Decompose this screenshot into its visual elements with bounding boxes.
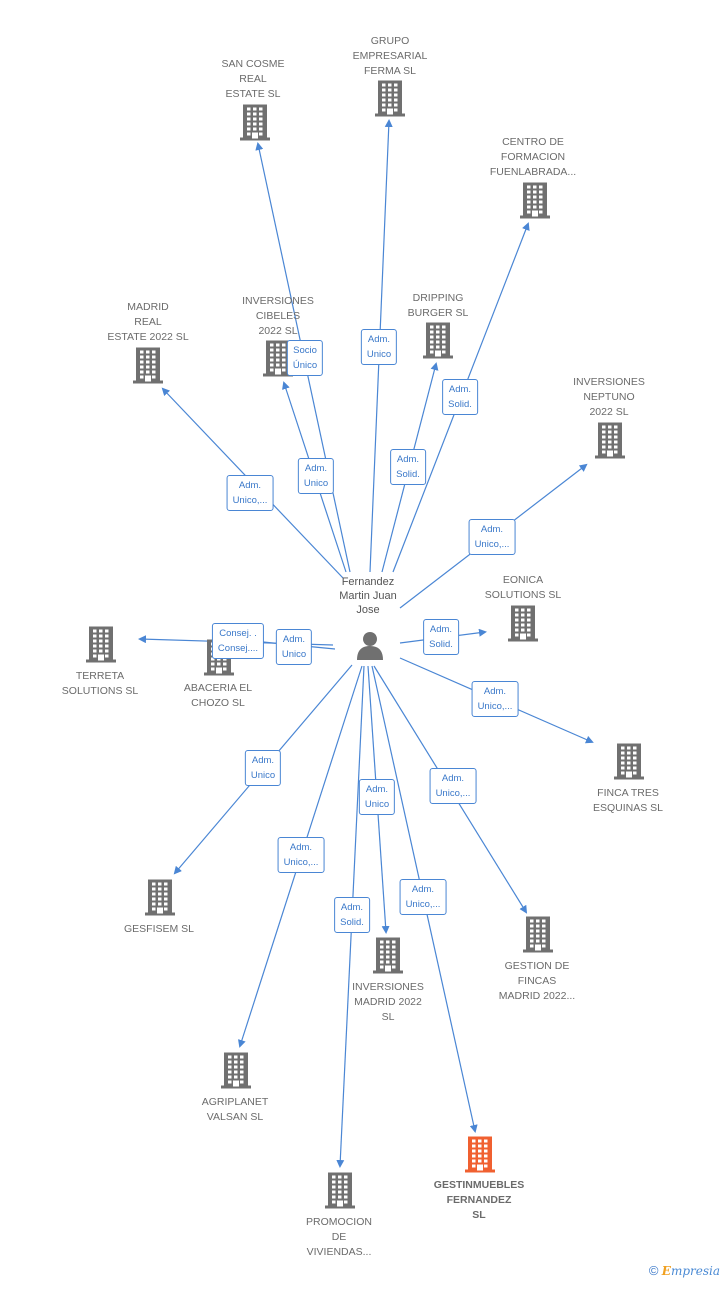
company-label-abaceria[interactable]: ABACERIA EL CHOZO SL xyxy=(183,682,253,709)
edge-label-agriplanet[interactable]: Adm. Unico,... xyxy=(277,837,325,873)
edge-label-inversiones-neptuno[interactable]: Adm. Unico,... xyxy=(468,519,516,555)
building-icon[interactable] xyxy=(375,80,405,122)
edge-label-inversiones-madrid[interactable]: Adm. Unico xyxy=(358,779,396,815)
edge-label-finca-tres[interactable]: Adm. Unico,... xyxy=(471,681,519,717)
edge-label-madrid-real-estate[interactable]: Adm. Unico,... xyxy=(226,475,274,511)
building-icon[interactable] xyxy=(221,1052,251,1094)
center-person-name[interactable]: Fernandez Martin Juan Jose xyxy=(339,576,397,616)
building-icon[interactable] xyxy=(523,916,553,958)
company-label-inversiones-madrid[interactable]: INVERSIONES MADRID 2022 SL xyxy=(352,981,424,1023)
edge-label-centro-formacion[interactable]: Adm. Solid. xyxy=(442,379,478,415)
edge-label-promocion[interactable]: Adm. Solid. xyxy=(334,897,370,933)
building-icon[interactable] xyxy=(508,605,538,647)
edge-label-gestinmuebles[interactable]: Adm. Unico,... xyxy=(399,879,447,915)
company-label-gesfisem[interactable]: GESFISEM SL xyxy=(123,923,195,935)
company-label-madrid-real-estate[interactable]: MADRID REAL ESTATE 2022 SL xyxy=(107,301,189,343)
building-icon[interactable] xyxy=(86,626,116,668)
edge-label-abaceria[interactable]: Adm. Unico xyxy=(275,629,313,665)
company-label-inversiones-neptuno[interactable]: INVERSIONES NEPTUNO 2022 SL xyxy=(573,376,645,418)
edge-label-gestion-fincas[interactable]: Adm. Unico,... xyxy=(429,768,477,804)
company-label-agriplanet[interactable]: AGRIPLANET VALSAN SL xyxy=(201,1096,269,1123)
building-icon[interactable] xyxy=(614,743,644,785)
building-icon[interactable] xyxy=(465,1136,495,1178)
company-label-finca-tres[interactable]: FINCA TRES ESQUINAS SL xyxy=(592,787,664,814)
building-icon[interactable] xyxy=(240,104,270,146)
footer-brand: © Empresia xyxy=(649,1263,720,1278)
person-icon[interactable] xyxy=(356,630,384,665)
building-icon[interactable] xyxy=(263,340,293,382)
empresia-logo[interactable]: Empresia xyxy=(661,1264,720,1278)
building-icon[interactable] xyxy=(423,322,453,364)
copyright-symbol: © xyxy=(648,1263,659,1278)
building-icon[interactable] xyxy=(145,879,175,921)
building-icon[interactable] xyxy=(373,937,403,979)
edge-label-dripping-burger[interactable]: Adm. Solid. xyxy=(390,449,426,485)
company-label-gestinmuebles[interactable]: GESTINMUEBLES FERNANDEZ SL xyxy=(433,1179,525,1221)
company-label-terreta[interactable]: TERRETA SOLUTIONS SL xyxy=(61,670,139,697)
edge-label-gesfisem[interactable]: Adm. Unico xyxy=(244,750,282,786)
edge-label-eonica[interactable]: Adm. Solid. xyxy=(423,619,459,655)
building-icon[interactable] xyxy=(133,347,163,389)
company-label-promocion[interactable]: PROMOCION DE VIVIENDAS... xyxy=(306,1216,372,1258)
building-icon[interactable] xyxy=(595,422,625,464)
company-label-inversiones-cibeles[interactable]: INVERSIONES CIBELES 2022 SL xyxy=(242,295,314,337)
company-label-grupo-empresarial[interactable]: GRUPO EMPRESARIAL FERMA SL xyxy=(352,35,428,77)
company-label-gestion-fincas[interactable]: GESTION DE FINCAS MADRID 2022... xyxy=(498,960,576,1002)
company-label-san-cosme[interactable]: SAN COSME REAL ESTATE SL xyxy=(221,58,285,100)
edge-label-terreta[interactable]: Consej. . Consej.... xyxy=(211,623,265,659)
edge-label-inversiones-cibeles[interactable]: Adm. Unico xyxy=(297,458,335,494)
edge-label-grupo-empresarial[interactable]: Adm. Unico xyxy=(360,329,398,365)
building-icon[interactable] xyxy=(325,1172,355,1214)
building-icon[interactable] xyxy=(520,182,550,224)
edge-label-san-cosme[interactable]: Socio Único xyxy=(286,340,324,376)
company-label-centro-formacion[interactable]: CENTRO DE FORMACION FUENLABRADA... xyxy=(489,136,577,178)
company-label-eonica[interactable]: EONICA SOLUTIONS SL xyxy=(484,574,562,601)
company-label-dripping-burger[interactable]: DRIPPING BURGER SL xyxy=(407,292,469,319)
